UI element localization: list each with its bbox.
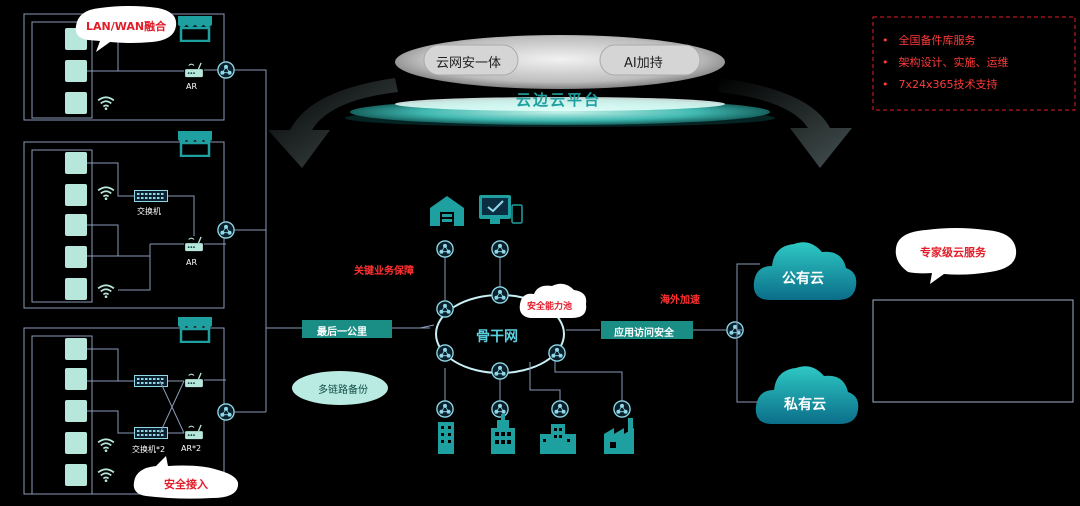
- store-icon: [178, 317, 212, 343]
- switch-label: 交换机: [137, 207, 161, 216]
- key-business-label: 关键业务保障: [354, 266, 414, 277]
- service-item: 全国备件库服务: [882, 30, 1009, 52]
- backbone-label: 骨干网: [476, 329, 518, 345]
- lan-wan-label: LAN/WAN融合: [86, 20, 167, 33]
- pill-left-label: 云网安一体: [436, 56, 502, 71]
- wifi-icon: [97, 438, 115, 452]
- overseas-label: 海外加速: [660, 295, 700, 306]
- ar-label: AR: [186, 82, 198, 91]
- backbone-graphic: [419, 248, 623, 408]
- phone-icon: [65, 432, 87, 454]
- branch-panel-2: [23, 131, 225, 309]
- router-icon: [184, 62, 204, 78]
- public-cloud-label: 公有云: [782, 271, 824, 287]
- security-pool-label: 安全能力池: [527, 302, 573, 312]
- wifi-icon: [97, 468, 115, 482]
- platform-graphic: [345, 35, 775, 127]
- router-icon: [184, 424, 204, 440]
- desktop-check-icon: [479, 195, 523, 224]
- node-icon: [491, 286, 509, 304]
- security-access-bubble: [133, 456, 239, 499]
- last-mile-bar: [302, 320, 392, 338]
- node-icon: [613, 400, 631, 418]
- factory-icon: [604, 418, 634, 454]
- security-pool-bubble: [519, 283, 587, 318]
- cash-register-icon: [65, 60, 87, 82]
- arrow-right-icon: [718, 78, 852, 168]
- node-icon: [436, 400, 454, 418]
- app-access-label: 应用访问安全: [614, 328, 674, 339]
- service-item: 7x24x365技术支持: [882, 74, 1009, 96]
- node-icon: [436, 240, 454, 258]
- pos-terminal-icon: [65, 464, 87, 486]
- services-box: [872, 16, 1076, 111]
- office-tower-icon: [438, 422, 454, 454]
- monitor-icon: [65, 246, 87, 268]
- cash-register-icon: [65, 214, 87, 236]
- pos-terminal-icon: [65, 92, 87, 114]
- camera-icon: [65, 338, 87, 360]
- node-icon: [491, 362, 509, 380]
- last-mile-label: 最后一公里: [317, 327, 367, 338]
- cash-register-icon: [65, 368, 87, 390]
- phone-icon: [65, 278, 87, 300]
- router-icon: [184, 236, 204, 252]
- security-access-label: 安全接入: [164, 478, 208, 491]
- lan-wan-bubble: [75, 6, 177, 52]
- store-icon: [178, 16, 212, 42]
- switch-icon: [134, 427, 168, 439]
- node-icon: [436, 344, 454, 362]
- switch-icon: [134, 375, 168, 387]
- public-cloud-graphic: [753, 242, 857, 300]
- services-list: 全国备件库服务 架构设计、实施、运维 7x24x365技术支持: [882, 30, 1009, 96]
- node-icon: [217, 221, 235, 239]
- ar-x2-label: AR*2: [181, 444, 202, 453]
- private-cloud-graphic: [755, 366, 859, 424]
- node-icon: [491, 240, 509, 258]
- warehouse-icon: [430, 196, 464, 226]
- building-complex-icon: [540, 424, 576, 454]
- monitor-icon: [65, 400, 87, 422]
- wifi-icon: [97, 96, 115, 110]
- node-icon: [436, 300, 454, 318]
- private-cloud-label: 私有云: [784, 397, 826, 413]
- platform-title: 云边云平台: [516, 91, 602, 109]
- arrow-left-icon: [268, 78, 398, 168]
- skyscraper-icon: [491, 414, 515, 454]
- pos-terminal-icon: [65, 184, 87, 206]
- node-icon: [217, 403, 235, 421]
- node-icon: [551, 400, 569, 418]
- router-icon: [184, 372, 204, 388]
- pill-right-label: AI加持: [624, 56, 663, 71]
- app-access-bar: [601, 321, 693, 339]
- expert-cloud-bubble: [895, 228, 1017, 284]
- service-item: 架构设计、实施、运维: [882, 52, 1009, 74]
- node-icon: [491, 400, 509, 418]
- empty-panel: [872, 299, 1074, 403]
- multi-link-bubble: [292, 371, 388, 405]
- store-icon: [178, 131, 212, 157]
- ar-label: AR: [186, 258, 198, 267]
- node-icon: [548, 344, 566, 362]
- expert-cloud-label: 专家级云服务: [920, 246, 986, 259]
- multi-link-label: 多链路备份: [318, 385, 368, 396]
- switch-icon: [134, 190, 168, 202]
- node-icon: [217, 61, 235, 79]
- wifi-icon: [97, 186, 115, 200]
- camera-icon: [65, 152, 87, 174]
- wifi-icon: [97, 284, 115, 298]
- switch-x2-label: 交换机*2: [132, 445, 166, 454]
